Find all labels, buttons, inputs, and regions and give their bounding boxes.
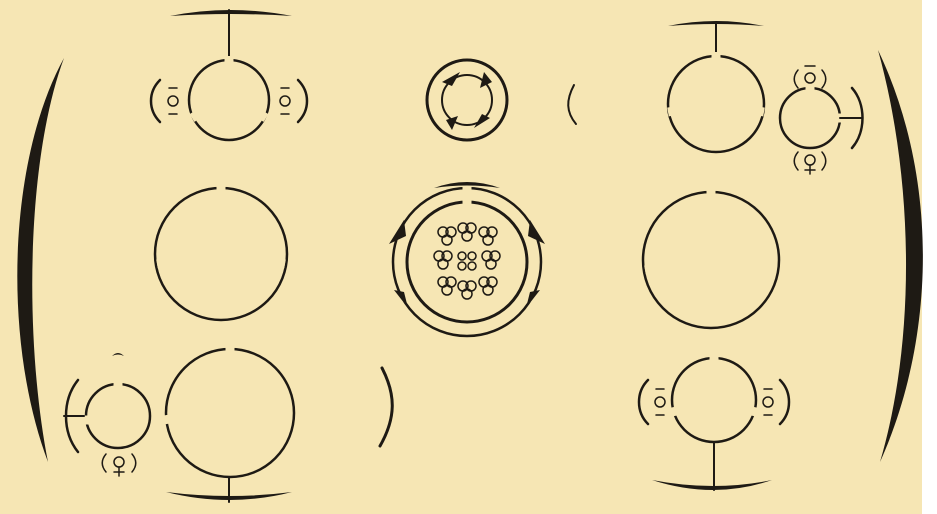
page-edge bbox=[922, 0, 937, 514]
